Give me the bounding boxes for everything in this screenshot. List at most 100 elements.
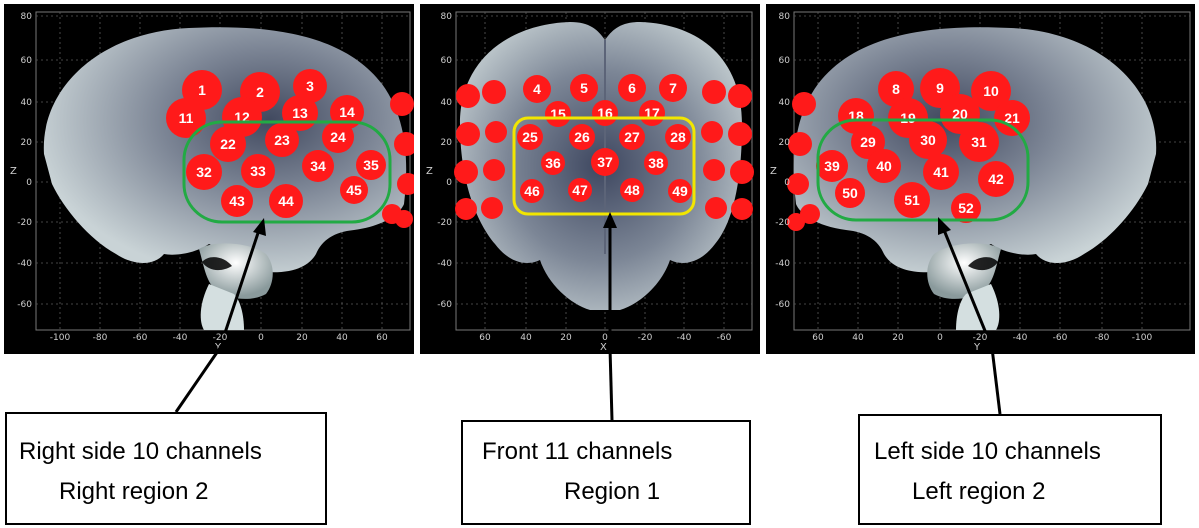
x-tick-label: 40	[336, 333, 348, 343]
channel-label-41: 41	[933, 164, 949, 180]
electrode-31	[959, 122, 999, 162]
channel-label-11: 11	[179, 110, 194, 126]
channel-label-50: 50	[842, 185, 858, 201]
electrode-unlabeled	[703, 159, 725, 181]
electrode-unlabeled	[702, 80, 726, 104]
electrode-unlabeled	[787, 173, 809, 195]
electrode-unlabeled	[481, 197, 503, 219]
left-connector	[990, 347, 1002, 415]
channel-label-6: 6	[628, 80, 636, 96]
channel-label-27: 27	[624, 129, 640, 145]
channel-label-2: 2	[256, 84, 264, 100]
electrode-34	[302, 150, 334, 182]
electrode-26	[569, 124, 595, 150]
electrode-51	[894, 182, 930, 218]
channel-label-8: 8	[892, 81, 900, 97]
electrode-25	[517, 124, 543, 150]
channel-label-38: 38	[648, 155, 664, 171]
electrode-unlabeled	[485, 121, 507, 143]
left-caption-line1: Left side 10 channels	[874, 438, 1101, 465]
electrode-4	[523, 75, 551, 103]
channel-label-29: 29	[860, 134, 876, 150]
x-tick-label: -60	[1053, 333, 1068, 343]
y-tick-label: 60	[21, 56, 33, 66]
x-tick-label: 60	[479, 333, 491, 343]
front-caption-box: Front 11 channels Region 1	[461, 420, 751, 525]
electrode-3	[293, 69, 327, 103]
electrode-36	[541, 151, 565, 175]
channel-label-46: 46	[524, 183, 540, 199]
y-tick-label: -40	[437, 259, 452, 269]
x-tick-label: 0	[602, 333, 608, 343]
front-connector	[608, 347, 614, 421]
y-tick-label: 80	[441, 12, 453, 22]
x-tick-label: -20	[638, 333, 653, 343]
channel-label-39: 39	[824, 158, 840, 174]
electrode-48	[620, 178, 644, 202]
electrode-unlabeled	[390, 92, 414, 116]
channel-label-34: 34	[310, 158, 326, 174]
channel-label-28: 28	[670, 129, 686, 145]
electrode-8	[878, 71, 914, 107]
x-tick-label: -60	[717, 333, 732, 343]
electrode-5	[570, 74, 598, 102]
electrode-unlabeled	[701, 121, 723, 143]
y-tick-label: 40	[21, 98, 33, 108]
electrode-39	[816, 150, 848, 182]
channel-label-4: 4	[533, 81, 541, 97]
channel-label-51: 51	[904, 192, 920, 208]
electrode-unlabeled	[792, 92, 816, 116]
channel-label-10: 10	[983, 83, 999, 99]
x-tick-label: -60	[133, 333, 148, 343]
left-region-outline	[816, 118, 1030, 222]
channel-label-5: 5	[580, 80, 588, 96]
x-axis-label: Y	[214, 342, 222, 353]
channel-label-26: 26	[574, 129, 590, 145]
y-tick-label: 0	[784, 178, 790, 188]
channel-label-19: 19	[900, 110, 916, 126]
y-axis-label: Z	[10, 166, 17, 177]
x-tick-label: -80	[1095, 333, 1110, 343]
cerebellum	[927, 243, 1001, 299]
right-caption-box: Right side 10 channels Right region 2	[5, 412, 327, 525]
right-arrow	[218, 218, 266, 349]
x-tick-label: 0	[937, 333, 943, 343]
electrode-unlabeled	[483, 159, 505, 181]
y-tick-label: 80	[779, 12, 791, 22]
electrode-50	[835, 178, 865, 208]
electrode-18	[838, 98, 874, 134]
electrode-23	[265, 123, 299, 157]
electrode-40	[867, 149, 901, 183]
electrode-10	[971, 71, 1011, 111]
y-tick-label: 20	[779, 138, 791, 148]
y-tick-label: 40	[779, 98, 791, 108]
x-tick-label: -100	[50, 333, 71, 343]
x-tick-label: -100	[1132, 333, 1153, 343]
electrode-15	[545, 101, 571, 127]
y-tick-label: -60	[17, 300, 32, 310]
electrode-21	[994, 100, 1030, 136]
brain-shadow	[968, 257, 998, 271]
front-region-outline	[512, 116, 696, 216]
channel-label-45: 45	[346, 182, 362, 198]
y-tick-label: 80	[21, 12, 33, 22]
y-tick-label: -40	[775, 259, 790, 269]
y-tick-label: -60	[775, 300, 790, 310]
y-tick-label: 40	[441, 98, 453, 108]
x-tick-label: -40	[677, 333, 692, 343]
channel-label-35: 35	[363, 157, 379, 173]
electrode-24	[322, 121, 354, 153]
front-arrow	[603, 212, 617, 348]
y-tick-label: 60	[441, 56, 453, 66]
electrode-unlabeled	[455, 198, 477, 220]
y-tick-label: -40	[17, 259, 32, 269]
channel-label-32: 32	[196, 164, 212, 180]
